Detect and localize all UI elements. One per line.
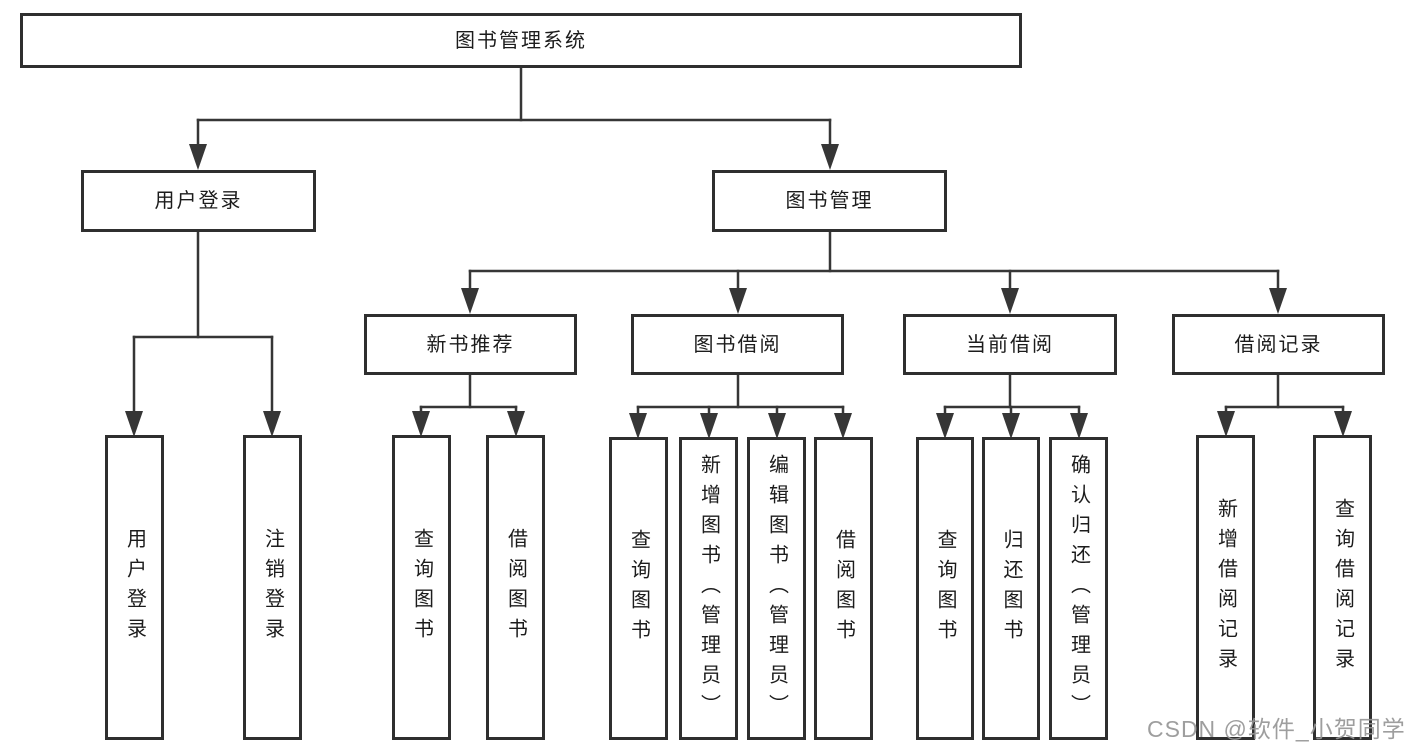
leaf-query-book-2: 查询图书 [609, 437, 668, 740]
node-new-book-rec: 新书推荐 [364, 314, 577, 375]
leaf-logout: 注销登录 [243, 435, 302, 740]
leaf-borrow-book-1-label: 借阅图书 [504, 527, 527, 648]
leaf-edit-book: 编辑图书（管理员） [747, 437, 806, 740]
arrow-down-icon [768, 413, 786, 439]
node-book-borrow: 图书借阅 [631, 314, 844, 375]
leaf-add-book: 新增图书（管理员） [679, 437, 738, 740]
leaf-borrow-book-1: 借阅图书 [486, 435, 545, 740]
leaf-user-login: 用户登录 [105, 435, 164, 740]
arrow-down-icon [125, 411, 143, 437]
node-user-login: 用户登录 [81, 170, 316, 232]
arrow-down-icon [1001, 288, 1019, 314]
node-root-label: 图书管理系统 [455, 29, 587, 52]
arrow-down-icon [700, 413, 718, 439]
arrow-down-icon [936, 413, 954, 439]
leaf-query-book-1: 查询图书 [392, 435, 451, 740]
arrow-down-icon [1269, 288, 1287, 314]
leaf-return-book-label: 归还图书 [1000, 528, 1022, 649]
arrow-down-icon [629, 413, 647, 439]
node-current-borrow-label: 当前借阅 [966, 333, 1054, 356]
leaf-query-borrow-record-label: 查询借阅记录 [1331, 497, 1354, 678]
leaf-user-login-label: 用户登录 [123, 527, 146, 648]
node-user-login-label: 用户登录 [154, 190, 243, 212]
leaf-add-borrow-record-label: 新增借阅记录 [1214, 497, 1237, 678]
leaf-confirm-return: 确认归还（管理员） [1049, 437, 1108, 740]
leaf-add-borrow-record: 新增借阅记录 [1196, 435, 1255, 740]
node-root: 图书管理系统 [20, 13, 1022, 68]
leaf-return-book: 归还图书 [982, 437, 1040, 740]
arrow-down-icon [461, 288, 479, 314]
arrow-down-icon [821, 144, 839, 170]
leaf-query-book-1-label: 查询图书 [410, 527, 433, 648]
arrow-down-icon [1334, 411, 1352, 437]
node-current-borrow: 当前借阅 [903, 314, 1117, 375]
leaf-edit-book-label: 编辑图书（管理员） [765, 453, 788, 724]
arrow-down-icon [729, 288, 747, 314]
arrow-down-icon [412, 411, 430, 437]
arrow-down-icon [1070, 413, 1088, 439]
arrow-down-icon [263, 411, 281, 437]
leaf-borrow-book-2-label: 借阅图书 [832, 528, 855, 649]
arrow-down-icon [1002, 413, 1020, 439]
leaf-query-book-2-label: 查询图书 [627, 528, 650, 649]
node-book-borrow-label: 图书借阅 [693, 333, 782, 356]
node-borrow-records-label: 借阅记录 [1234, 333, 1323, 356]
leaf-logout-label: 注销登录 [261, 527, 284, 648]
leaf-add-book-label: 新增图书（管理员） [697, 453, 720, 724]
arrow-down-icon [1217, 411, 1235, 437]
arrow-down-icon [834, 413, 852, 439]
watermark: CSDN @软件_小贺同学 [1147, 716, 1405, 742]
leaf-query-book-3-label: 查询图书 [934, 528, 956, 649]
leaf-query-book-3: 查询图书 [916, 437, 974, 740]
leaf-confirm-return-label: 确认归还（管理员） [1067, 453, 1090, 724]
node-borrow-records: 借阅记录 [1172, 314, 1385, 375]
arrow-down-icon [507, 411, 525, 437]
node-new-book-rec-label: 新书推荐 [426, 333, 515, 356]
leaf-borrow-book-2: 借阅图书 [814, 437, 873, 740]
node-book-management: 图书管理 [712, 170, 947, 232]
node-book-management-label: 图书管理 [785, 190, 874, 212]
arrow-down-icon [189, 144, 207, 170]
leaf-query-borrow-record: 查询借阅记录 [1313, 435, 1372, 740]
